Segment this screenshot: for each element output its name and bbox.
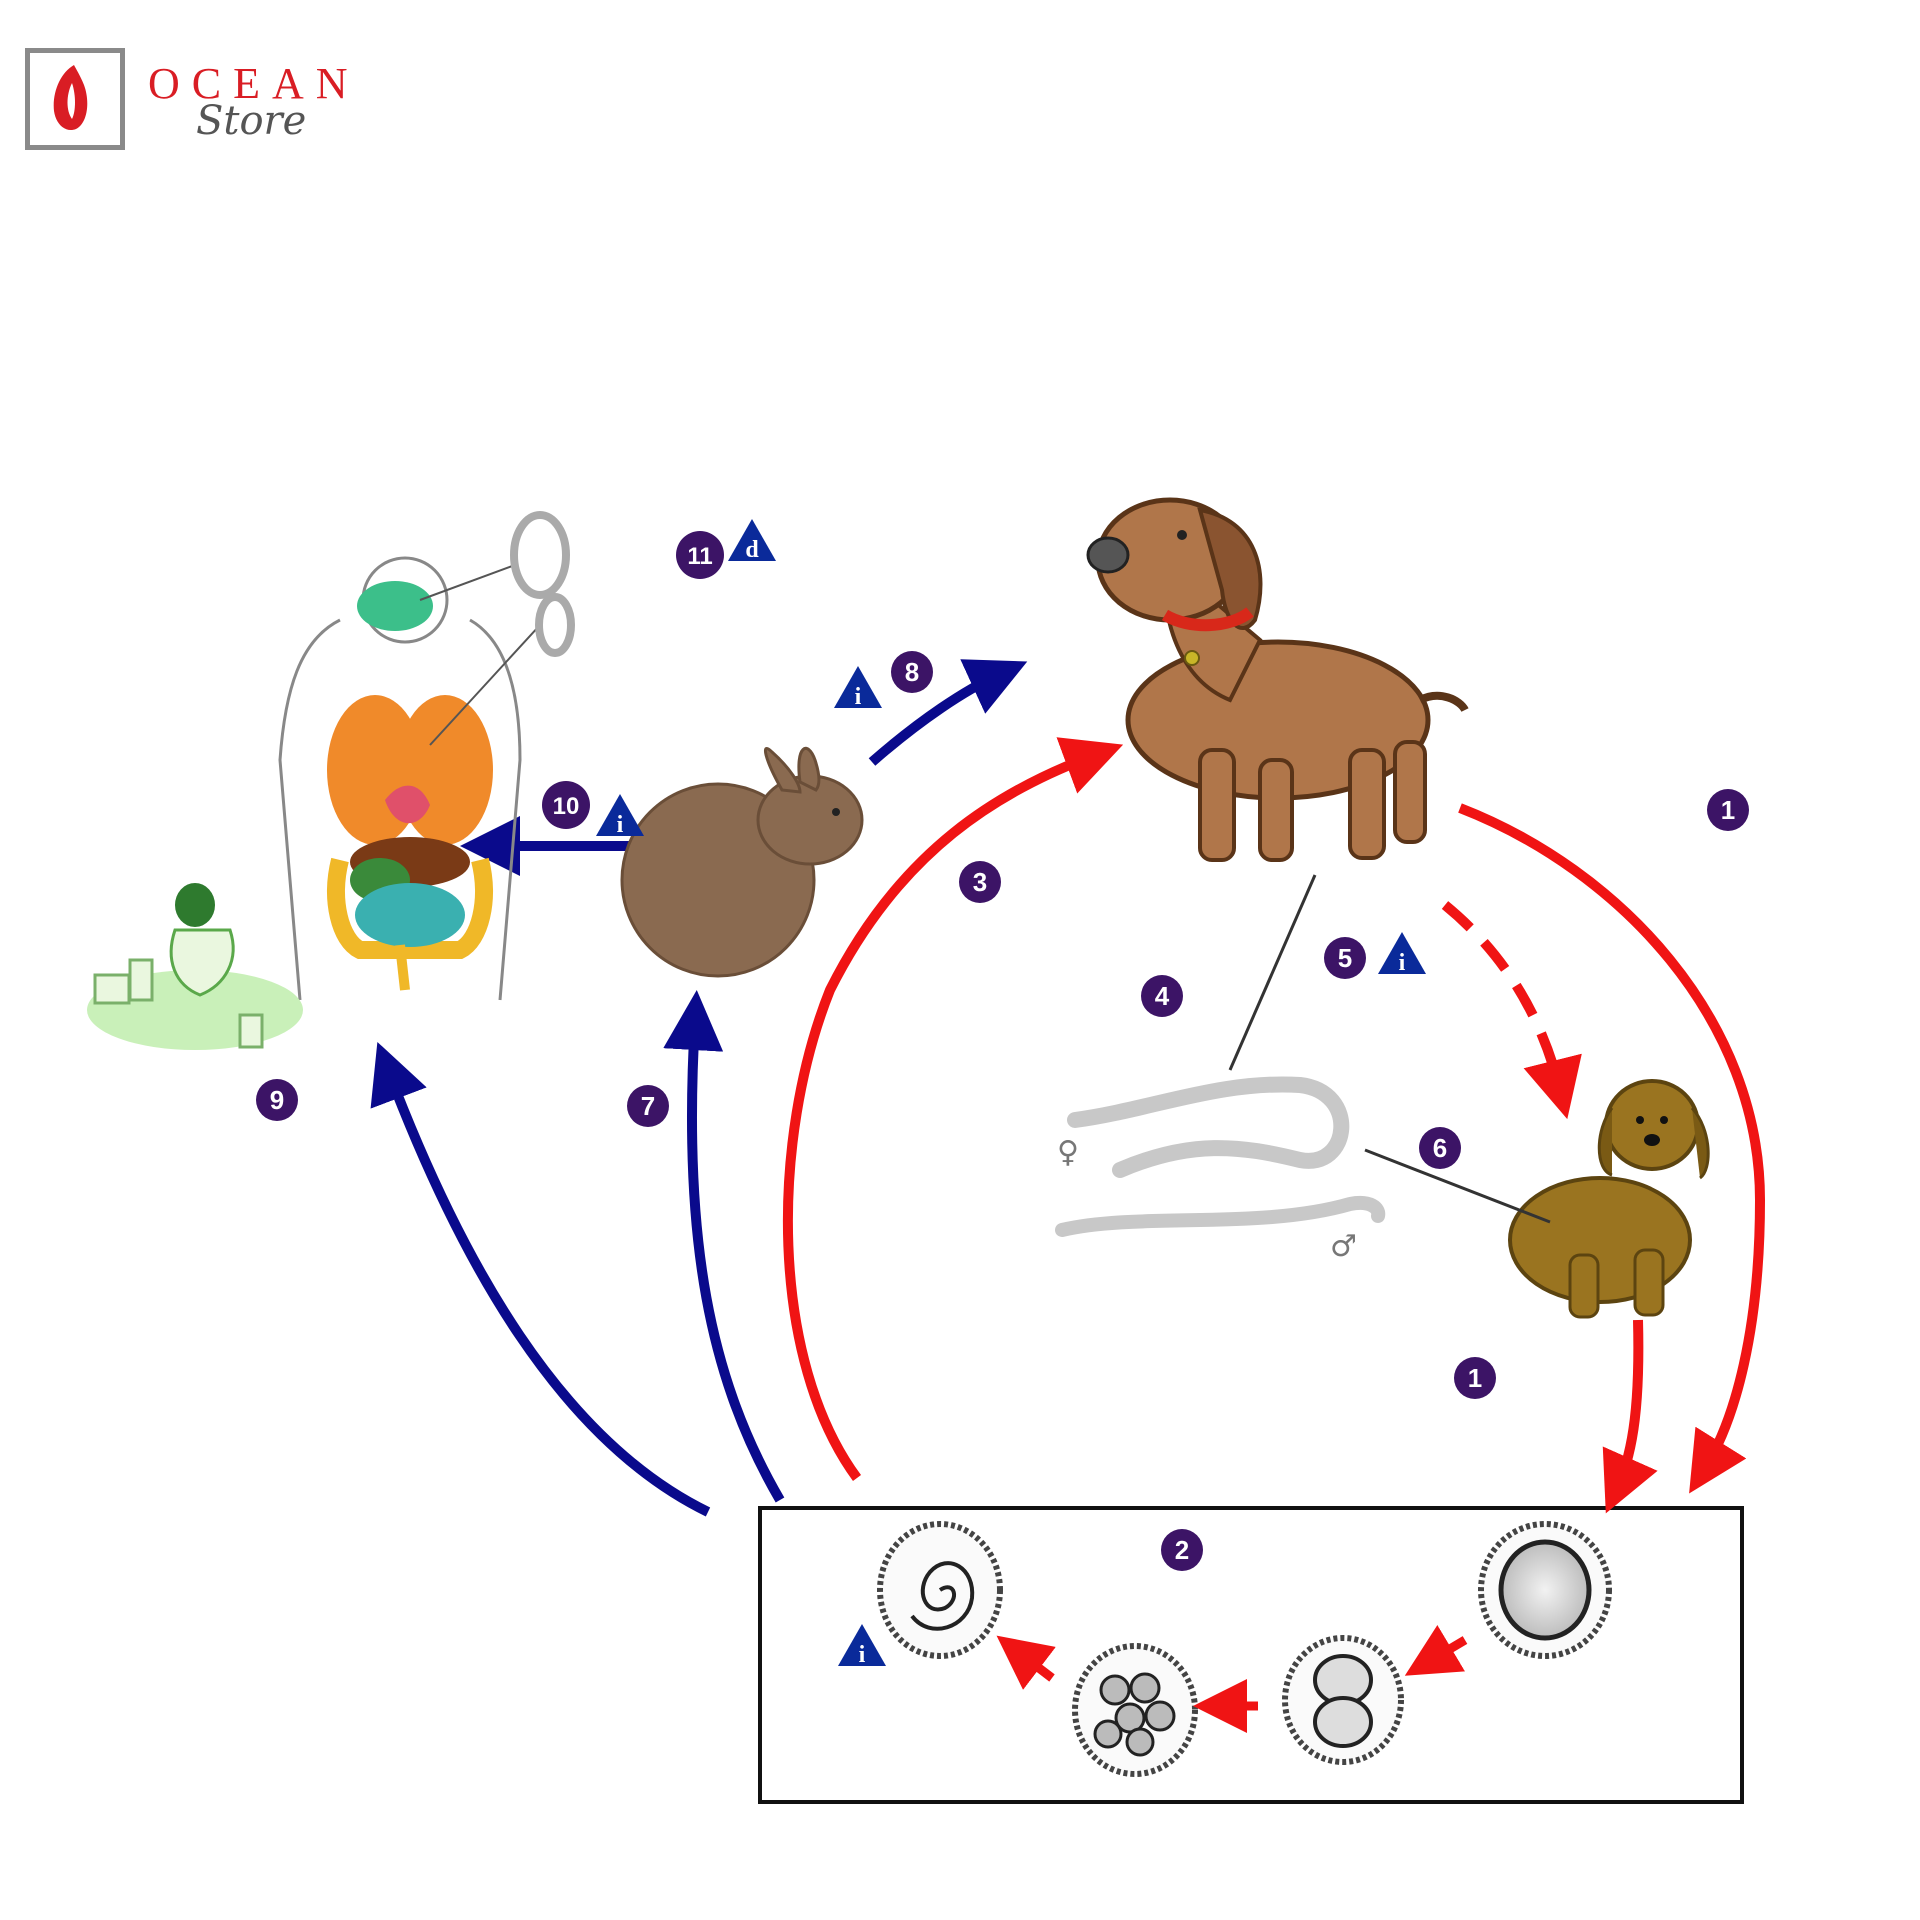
egg-embryonated-larva	[877, 1521, 1003, 1659]
egg-morula	[1072, 1643, 1198, 1777]
step-number: 6	[1433, 1133, 1447, 1163]
info-letter: i	[1399, 950, 1406, 976]
arrow-eggs-to-rabbit	[663, 990, 785, 1503]
info-triangle-icon: i	[838, 1624, 886, 1668]
step-circle	[1454, 1357, 1496, 1399]
step-number: 4	[1155, 981, 1170, 1011]
logo-mark-icon	[53, 65, 88, 131]
info-markers: i i d i i	[596, 519, 1426, 1668]
step-circle	[1161, 1529, 1203, 1571]
rabbit-illustration	[620, 746, 864, 978]
step-number: 5	[1338, 943, 1352, 973]
info-letter: i	[859, 1642, 866, 1668]
step-number: 11	[687, 543, 712, 570]
egg-two-cell	[1282, 1635, 1404, 1765]
step-number: 9	[270, 1085, 284, 1115]
step-marker-s1b: 1	[1454, 1357, 1496, 1399]
adult-worms-illustration	[1055, 874, 1551, 1237]
info-letter: i	[617, 812, 624, 838]
step-circle	[542, 781, 590, 829]
info-triangle-icon: i	[1378, 932, 1426, 976]
info-triangle-icon: i	[596, 794, 644, 838]
step-marker-s9: 9	[256, 1079, 298, 1121]
step-marker-s10: 10	[542, 781, 590, 829]
info-letter: i	[855, 684, 862, 710]
logo-frame	[25, 48, 125, 150]
step-circle	[959, 861, 1001, 903]
step-marker-s7: 7	[627, 1085, 669, 1127]
info-letter: d	[745, 537, 759, 563]
egg-arrow-1	[1404, 1624, 1468, 1676]
step-number: 3	[973, 867, 987, 897]
logo-sub-text: Store	[196, 98, 307, 144]
step-marker-s3: 3	[959, 861, 1001, 903]
info-triangle-icon: d	[728, 519, 776, 563]
step-number: 2	[1175, 1535, 1189, 1565]
logo-brand-text: OCEAN	[148, 59, 360, 108]
egg-arrow-3	[996, 1635, 1056, 1690]
egg-unembryonated	[1478, 1521, 1612, 1659]
arrow-transplacental-to-puppy	[1441, 901, 1582, 1120]
step-circle	[676, 531, 724, 579]
step-circle	[1707, 789, 1749, 831]
arrow-eggs-to-human	[370, 1041, 711, 1517]
step-circle	[627, 1085, 669, 1127]
step-circle	[891, 651, 933, 693]
step-marker-s1a: 1	[1707, 789, 1749, 831]
step-circle	[1141, 975, 1183, 1017]
step-marker-s11: 11	[676, 531, 724, 579]
info-triangle-icon: i	[834, 666, 882, 710]
step-marker-s8: 8	[891, 651, 933, 693]
arrow-dog-feces-to-eggs	[1458, 803, 1766, 1494]
step-marker-s4: 4	[1141, 975, 1183, 1017]
child-in-soil-illustration	[87, 883, 303, 1050]
arrow-puppy-feces-to-eggs	[1602, 1319, 1658, 1514]
step-number: 1	[1721, 795, 1735, 825]
step-marker-s6: 6	[1419, 1127, 1461, 1169]
step-marker-s5: 5	[1324, 937, 1366, 979]
step-number: 7	[641, 1091, 655, 1121]
arrow-eggs-to-dog	[782, 737, 1124, 1481]
male-symbol: ♂	[1330, 1229, 1357, 1264]
larvae-coils-illustration	[419, 511, 575, 746]
step-circle	[1324, 937, 1366, 979]
step-number: 1	[1468, 1363, 1482, 1393]
puppy-illustration	[1508, 1079, 1710, 1319]
step-number: 10	[553, 793, 580, 820]
step-marker-s2: 2	[1161, 1529, 1203, 1571]
female-symbol: ♀	[1057, 1135, 1079, 1170]
dog-illustration	[1086, 497, 1469, 862]
step-number: 8	[905, 657, 919, 687]
step-circle	[256, 1079, 298, 1121]
step-circle	[1419, 1127, 1461, 1169]
human-organs-illustration	[278, 556, 522, 1001]
arrow-rabbit-to-dog	[868, 659, 1028, 766]
